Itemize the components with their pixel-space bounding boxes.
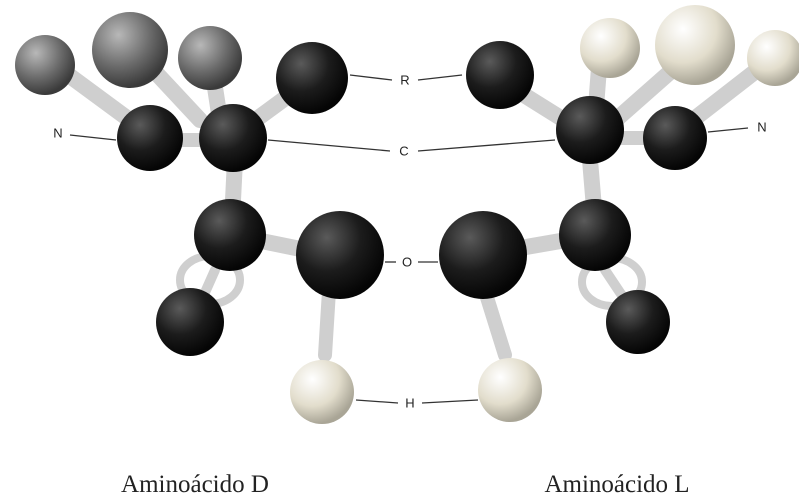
nitrogen-atom (643, 106, 707, 170)
carbonyl-oxygen-atom (606, 290, 670, 354)
n-right-guide (707, 127, 749, 133)
h-label: H (405, 395, 414, 410)
caption-d: Aminoácido D (121, 471, 269, 498)
h-guide-left (355, 399, 399, 404)
r-label: R (400, 72, 409, 87)
c-label: C (399, 143, 408, 158)
hydrogen-atom (478, 358, 542, 422)
r-guide-left (349, 74, 393, 81)
c-guide-right (417, 139, 556, 152)
h-guide-right (421, 399, 479, 404)
correspondence-guides: R C O H N N (53, 72, 766, 410)
r-group-atom (276, 42, 348, 114)
hydrogen-atom (15, 35, 75, 95)
carboxyl-carbon-atom (194, 199, 266, 271)
r-guide-right (417, 74, 463, 81)
hydrogen-atom (580, 18, 640, 78)
nitrogen-atom (117, 105, 183, 171)
molecule-d (15, 12, 384, 424)
carboxyl-carbon-atom (559, 199, 631, 271)
molecule-l (439, 5, 799, 422)
n-right-label: N (757, 119, 766, 134)
alpha-carbon-atom (556, 96, 624, 164)
hydrogen-atom (655, 5, 735, 85)
c-guide-left (267, 139, 391, 152)
r-group-atom (466, 41, 534, 109)
hydrogen-atom (92, 12, 168, 88)
hydroxyl-oxygen-atom (296, 211, 384, 299)
alpha-carbon-atom (199, 104, 267, 172)
n-left-guide (69, 134, 117, 141)
hydrogen-atom (747, 30, 799, 86)
carbonyl-oxygen-atom (156, 288, 224, 356)
n-left-label: N (53, 125, 62, 140)
hydrogen-atom (178, 26, 242, 90)
hydroxyl-oxygen-atom (439, 211, 527, 299)
o-label: O (402, 254, 412, 269)
hydrogen-atom (290, 360, 354, 424)
caption-l: Aminoácido L (544, 471, 689, 498)
